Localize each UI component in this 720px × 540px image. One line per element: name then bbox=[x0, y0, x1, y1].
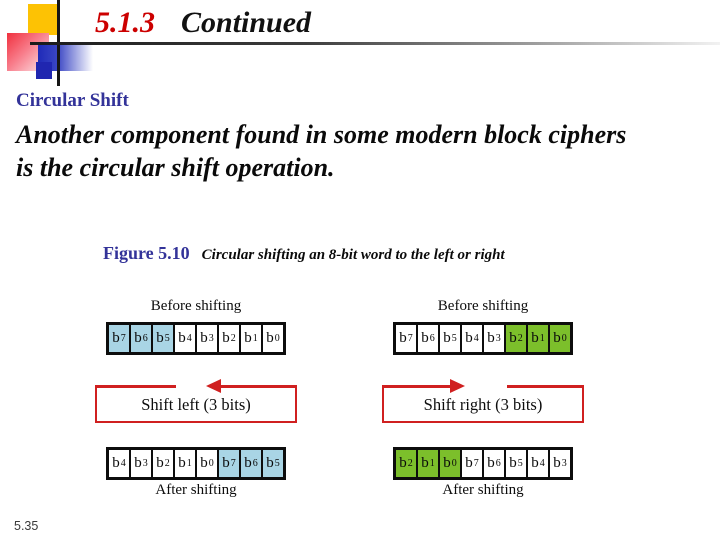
after-shifting-label: After shifting bbox=[155, 482, 237, 498]
shift-right-box: Shift right (3 bits) bbox=[382, 379, 584, 423]
arrow-right-icon bbox=[450, 379, 466, 393]
arrow-segment bbox=[506, 385, 584, 388]
arrow-segment bbox=[218, 385, 297, 388]
body-line-2: is the circular shift operation. bbox=[16, 153, 335, 182]
decoration-yellow-square bbox=[28, 4, 58, 35]
decoration-blue-notch bbox=[36, 62, 52, 79]
topic-heading: Circular Shift bbox=[16, 90, 129, 111]
arrow-left-icon bbox=[205, 379, 221, 393]
title-text: Continued bbox=[181, 6, 312, 39]
before-shifting-label: Before shifting bbox=[150, 298, 242, 314]
body-line-1: Another component found in some modern b… bbox=[16, 120, 627, 149]
arrow-segment bbox=[95, 385, 177, 388]
arrow-segment bbox=[382, 385, 452, 388]
shift-right-label: Shift right (3 bits) bbox=[423, 395, 543, 414]
after-shifting-label: After shifting bbox=[442, 482, 524, 498]
before-shifting-label: Before shifting bbox=[437, 298, 529, 314]
figure-label: Figure 5.10 bbox=[103, 243, 190, 263]
header-rule bbox=[30, 42, 720, 45]
figure-caption: Circular shifting an 8-bit word to the l… bbox=[201, 247, 505, 263]
shift-left-label: Shift left (3 bits) bbox=[141, 395, 251, 414]
slide-title: 5.1.3 Continued bbox=[95, 6, 311, 40]
page-number: 5.35 bbox=[14, 519, 39, 533]
section-number: 5.1.3 bbox=[95, 6, 155, 39]
body-text: Another component found in some modern b… bbox=[16, 118, 714, 184]
shift-left-box: Shift left (3 bits) bbox=[95, 379, 297, 423]
figure-caption-row: Figure 5.10 Circular shifting an 8-bit w… bbox=[103, 243, 505, 264]
